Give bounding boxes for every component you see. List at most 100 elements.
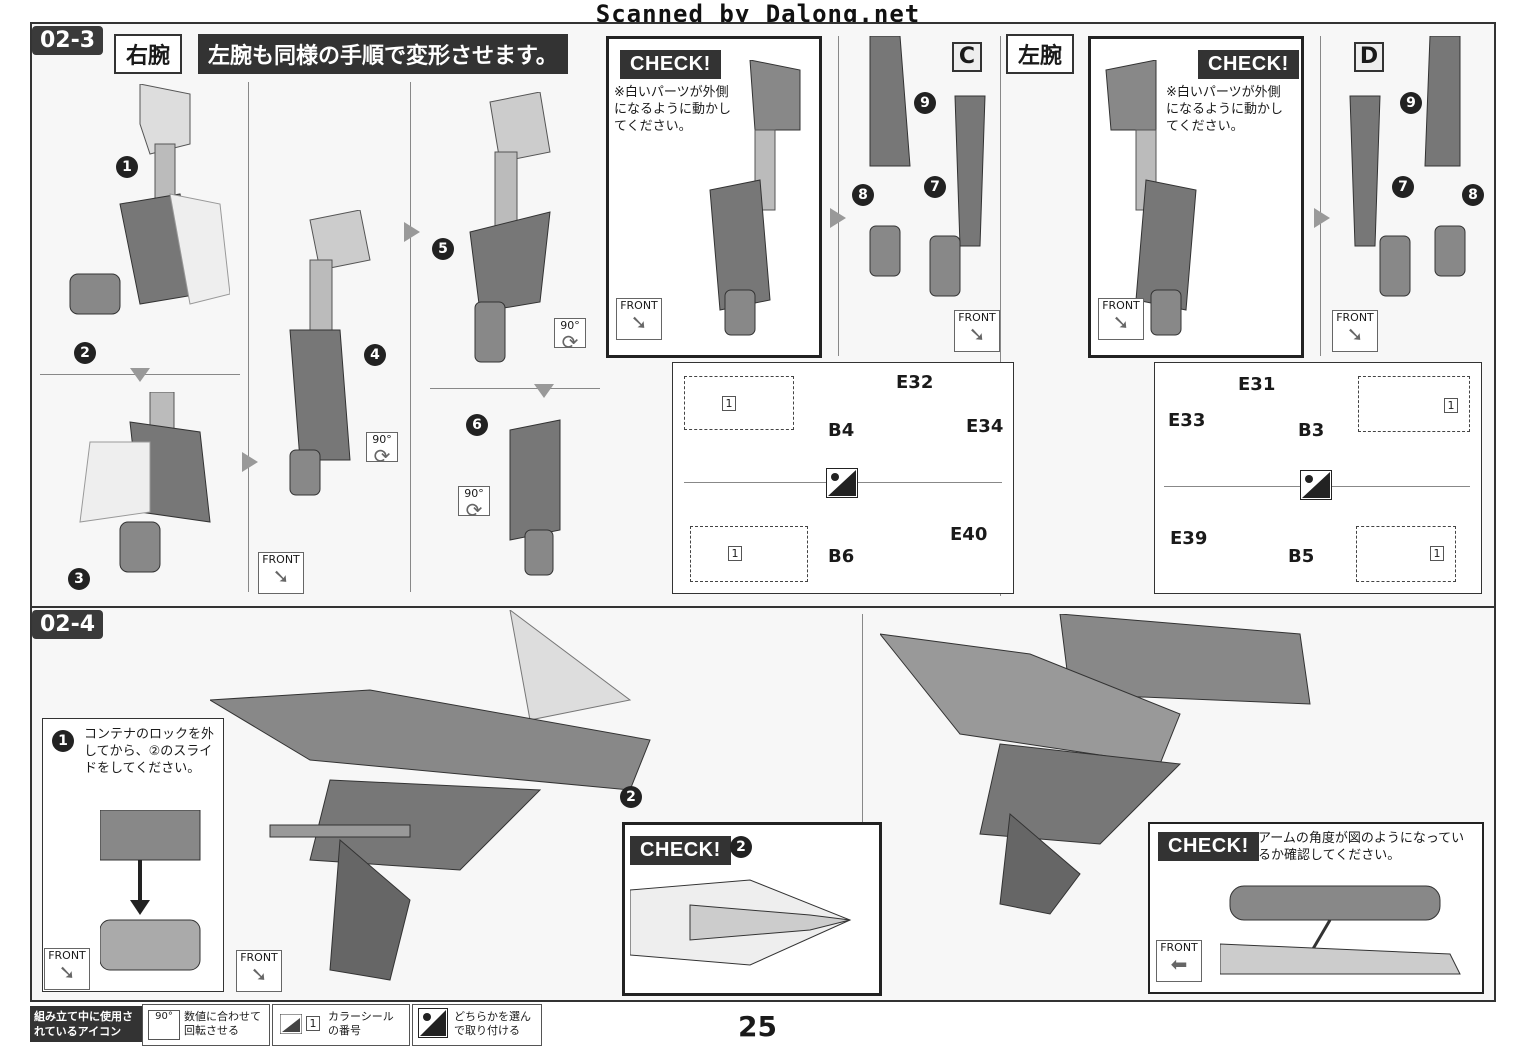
sticker-number-box: 1 (728, 546, 742, 561)
sticker-icon (280, 1014, 302, 1034)
front-direction-icon: FRONT➘ (954, 310, 1000, 352)
arm-illustration-step6 (480, 410, 580, 580)
legend-rotate-text: 数値に合わせて回転させる (184, 1010, 261, 1037)
check-note-left: ※白いパーツが外側になるように動かしてください。 (1166, 85, 1284, 134)
divider (430, 388, 600, 389)
part-e31: E31 (1238, 374, 1276, 395)
step-number-7: 7 (924, 176, 946, 198)
front-direction-icon: FRONT➘ (1332, 310, 1378, 352)
arm-illustration-step3 (60, 392, 230, 582)
rotate-90-label: 90° (464, 487, 484, 500)
part-e40: E40 (950, 524, 988, 545)
sticker-callout-right-top (684, 376, 794, 430)
part-b4: B4 (828, 420, 855, 441)
front-label: FRONT (958, 311, 996, 324)
step-number-2: 2 (74, 342, 96, 364)
step-number-7: 7 (1392, 176, 1414, 198)
choose-one-icon (826, 468, 858, 498)
leg-parts-illustration-c (850, 36, 1000, 316)
front-label: FRONT (620, 299, 658, 312)
sticker-callout-right-bottom (690, 526, 808, 582)
instruction-title: 左腕も同様の手順で変形させます。 (198, 34, 568, 74)
step-badge-02-4: 02-4 (32, 610, 104, 639)
arm-illustration-check-left (1096, 60, 1206, 340)
slide-detail-illustration (630, 870, 870, 980)
choose-one-icon (1300, 470, 1332, 500)
flow-arrow-icon (404, 222, 420, 242)
front-direction-icon: FRONT➘ (258, 552, 304, 594)
rotate-90-label: 90° (372, 433, 392, 446)
rotate-90-icon: 90°⟳ (366, 432, 398, 466)
container-lock-illustration (100, 810, 210, 980)
front-direction-icon: FRONT➘ (236, 950, 282, 992)
step-number-1: 1 (52, 730, 74, 752)
step-badge-02-3: 02-3 (32, 26, 104, 55)
front-direction-icon: FRONT➘ (616, 298, 662, 340)
step-number-2: 2 (620, 786, 642, 808)
divider (248, 82, 249, 592)
front-direction-icon: FRONT⬅ (1156, 940, 1202, 982)
rotate-90-label: 90° (560, 319, 580, 332)
divider (1320, 36, 1321, 356)
step-number-6: 6 (466, 414, 488, 436)
arm-illustration-step4 (270, 210, 400, 500)
aircraft-illustration-step1 (210, 610, 660, 990)
icon-legend-title: 組み立て中に使用されているアイコン (30, 1006, 142, 1042)
check-step-number-2: 2 (730, 836, 752, 858)
part-b6: B6 (828, 546, 855, 567)
divider (838, 36, 839, 356)
lock-note-text: コンテナのロックを外してから、②のスライドをしてください。 (84, 727, 215, 776)
step-number-5: 5 (432, 238, 454, 260)
part-b5: B5 (1288, 546, 1315, 567)
front-label: FRONT (48, 949, 86, 962)
front-label: FRONT (240, 951, 278, 964)
front-label: FRONT (1102, 299, 1140, 312)
arm-angle-illustration (1220, 884, 1470, 984)
front-label: FRONT (1336, 311, 1374, 324)
subassembly-d-label: D (1354, 42, 1384, 72)
part-e39: E39 (1170, 528, 1208, 549)
sticker-number-box: 1 (722, 396, 736, 411)
step-number-1: 1 (116, 156, 138, 178)
step-number-9: 9 (1400, 92, 1422, 114)
legend-choose-text: どちらかを選んで取り付ける (454, 1010, 531, 1037)
check-label-right: CHECK! (620, 50, 721, 79)
front-label: FRONT (262, 553, 300, 566)
flow-arrow-icon (130, 368, 150, 382)
aircraft-illustration-step2 (880, 614, 1350, 924)
part-e32: E32 (896, 372, 934, 393)
arm-illustration-step1 (60, 84, 230, 364)
step-number-8: 8 (852, 184, 874, 206)
sticker-number-box: 1 (1444, 398, 1458, 413)
part-e34: E34 (966, 416, 1004, 437)
divider (1000, 36, 1001, 596)
page-number: 25 (738, 1010, 777, 1043)
check-label-arm: CHECK! (1158, 832, 1259, 861)
divider (410, 82, 411, 592)
subassembly-c-label: C (952, 42, 982, 72)
rotate-icon: 90° (148, 1010, 180, 1040)
leg-parts-illustration-d (1330, 36, 1480, 316)
part-b3: B3 (1298, 420, 1325, 441)
arm-illustration-step5 (440, 92, 590, 372)
arm-angle-note: アームの角度が図のようになっているか確認してください。 (1258, 831, 1465, 863)
flow-arrow-icon (534, 384, 554, 398)
step-number-3: 3 (68, 568, 90, 590)
check-label-slide: CHECK! (630, 836, 731, 865)
flow-arrow-icon (1314, 208, 1330, 228)
check-note-right: ※白いパーツが外側になるように動かしてください。 (614, 85, 732, 134)
step-number-9: 9 (914, 92, 936, 114)
rotate-icon-label: 90° (155, 1011, 173, 1022)
choose-one-icon (418, 1008, 448, 1038)
part-e33: E33 (1168, 410, 1206, 431)
legend-sticker-number: 1 (306, 1016, 320, 1031)
sticker-number-box: 1 (1430, 546, 1444, 561)
flow-arrow-icon (830, 208, 846, 228)
arm-illustration-check-right (700, 60, 810, 340)
rotate-90-icon: 90°⟳ (458, 486, 490, 520)
check-label-left: CHECK! (1198, 50, 1299, 79)
front-direction-icon: FRONT➘ (44, 948, 90, 990)
divider (862, 614, 863, 992)
front-direction-icon: FRONT➘ (1098, 298, 1144, 340)
legend-sticker-text: カラーシールの番号 (328, 1010, 394, 1037)
